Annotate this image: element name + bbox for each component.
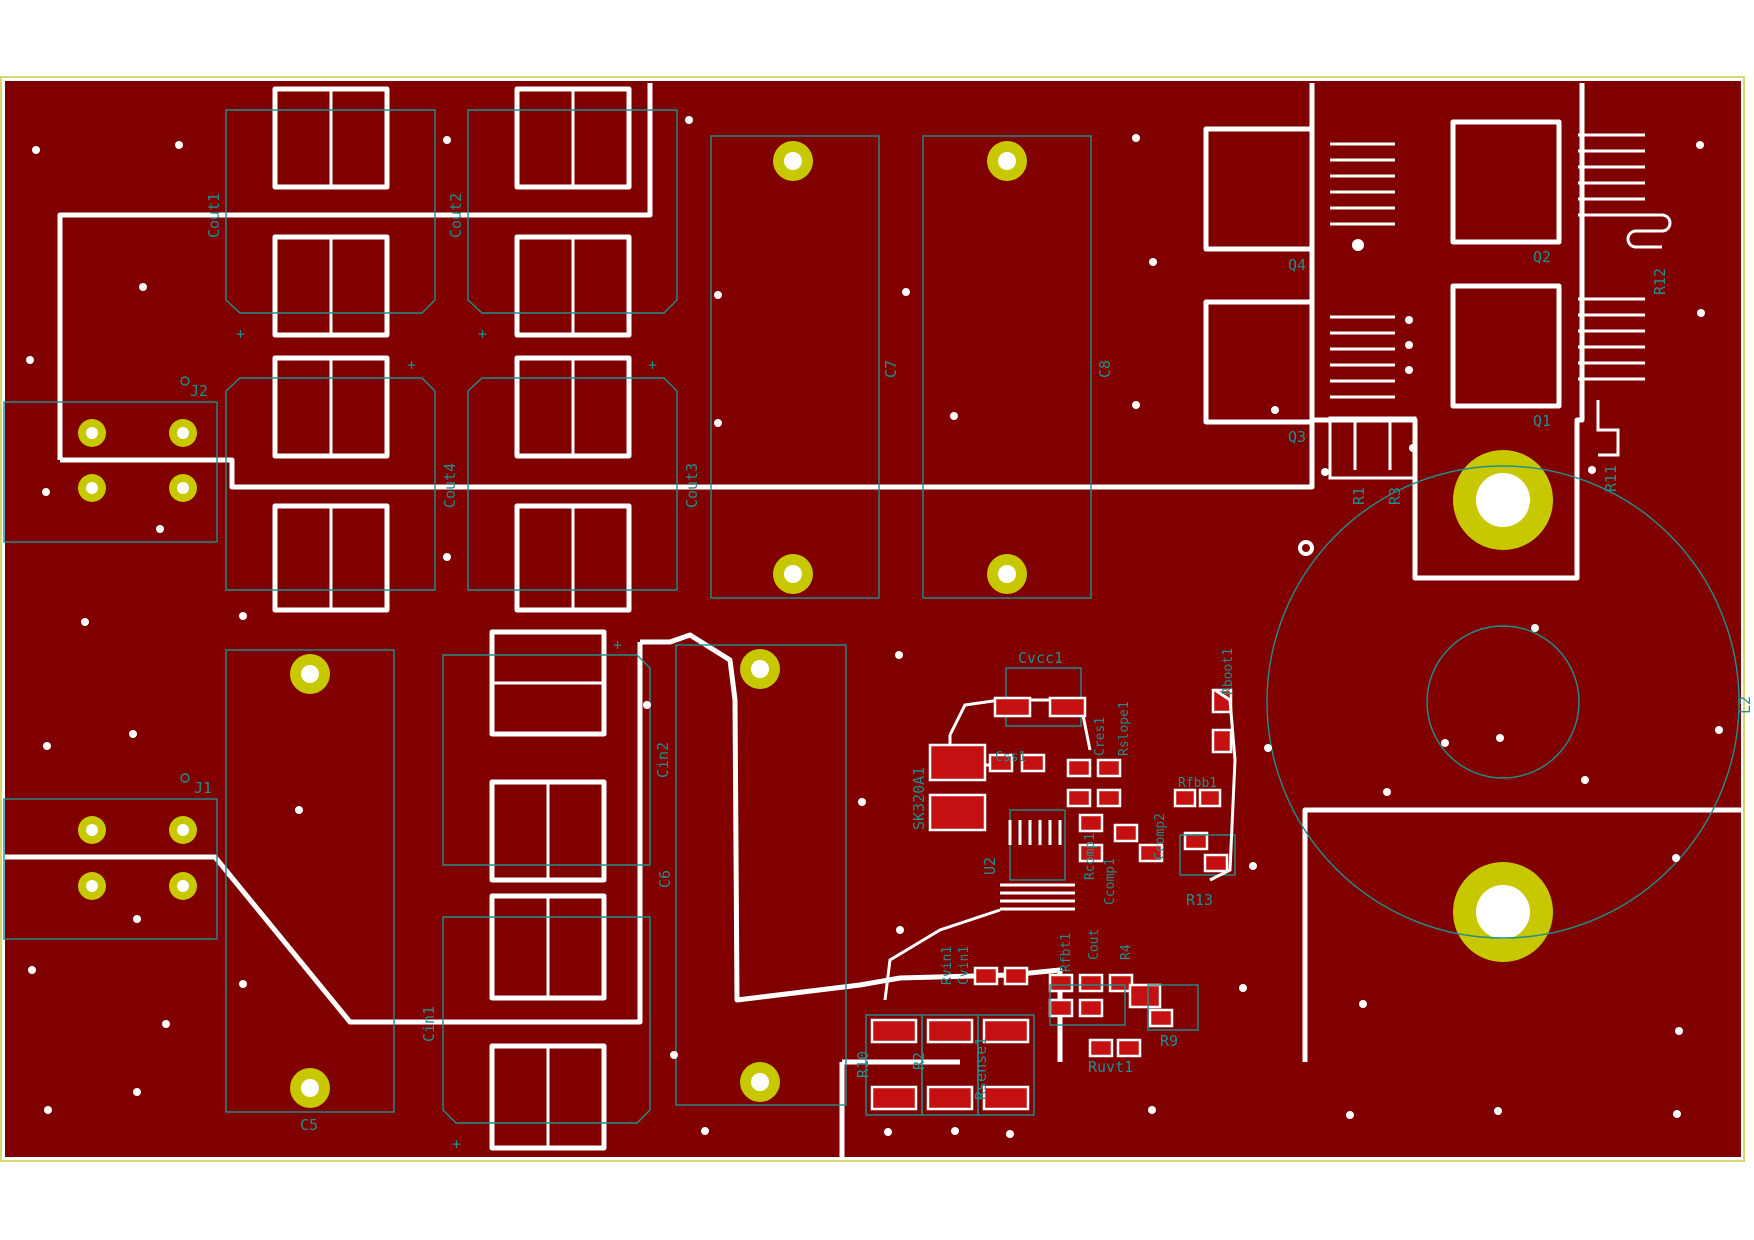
through-hole-pads: [78, 141, 1553, 1108]
ref-j1: J1: [194, 779, 212, 797]
svg-text:+: +: [407, 356, 416, 374]
ref-c5: C5: [300, 1116, 318, 1134]
ref-cin2: Cin2: [654, 742, 672, 778]
svg-text:+: +: [478, 325, 487, 343]
ref-c8: C8: [1096, 360, 1114, 378]
ref-css1: Css1: [995, 750, 1026, 765]
inductor-l2-outline: [1266, 465, 1740, 939]
ref-c7: C7: [882, 360, 900, 378]
sense-resistors: [865, 1014, 1035, 1116]
ref-u2: U2: [981, 857, 999, 875]
ref-r2: R2: [910, 1052, 928, 1070]
ref-ruvt1: Ruvt1: [1088, 1058, 1133, 1076]
ref-cout2: Cout2: [447, 193, 465, 238]
ref-cvcc1: Cvcc1: [1018, 649, 1063, 667]
ref-cres1: Cres1: [1093, 717, 1108, 756]
ref-rboot1: Rboot1: [1221, 648, 1236, 695]
mosfet-pads: [1203, 119, 1672, 480]
cout-pads: [272, 86, 632, 1151]
ref-cin1: Cin1: [420, 1006, 438, 1042]
copper-pour: [5, 81, 1741, 1157]
ref-ccomp1: Ccomp1: [1103, 858, 1118, 905]
reference-designators: Cout1 Cout2 Cout4 Cout3 C7 C8 C6 C5 Cin2…: [190, 193, 1754, 1134]
ref-rcomp1: Rcomp1: [1083, 833, 1098, 880]
ref-q1: Q1: [1533, 412, 1551, 430]
ref-rfbt1: Rfbt1: [1059, 933, 1074, 972]
ref-r10: R10: [854, 1051, 872, 1078]
ref-cout1: Cout1: [205, 193, 223, 238]
ref-r9: R9: [1160, 1032, 1178, 1050]
electrolytic-capacitors: [225, 135, 1092, 1113]
ref-r12: R12: [1651, 268, 1669, 295]
ref-r11: R11: [1602, 465, 1620, 492]
ref-rfbb1: Rfbb1: [1178, 776, 1217, 791]
stitching-vias: [26, 116, 1723, 1138]
ref-rsense1: Rsense1: [972, 1037, 990, 1100]
svg-text:+: +: [648, 356, 657, 374]
controller-smd-area: [883, 667, 1237, 1058]
capacitor-silk-outlines: + + + + + +: [225, 109, 678, 1153]
ref-sk320a1: SK320A1: [910, 767, 928, 830]
connectors: [3, 376, 218, 940]
board-edge: [0, 76, 1745, 1162]
ref-q2: Q2: [1533, 248, 1551, 266]
ref-ccomp2: Ccomp2: [1153, 813, 1168, 860]
ref-q4: Q4: [1288, 256, 1306, 274]
ref-rvin1: Rvin1: [940, 946, 955, 985]
ref-r13: R13: [1186, 891, 1213, 909]
ref-r4: R4: [1119, 944, 1134, 960]
ref-cvin1: Cvin1: [957, 946, 972, 985]
ref-r3: R3: [1386, 487, 1404, 505]
ref-j2: J2: [190, 382, 208, 400]
ref-cout4: Cout4: [441, 463, 459, 508]
ref-q3: Q3: [1288, 428, 1306, 446]
ref-l2: L2: [1736, 696, 1754, 714]
ref-r1: R1: [1350, 487, 1368, 505]
ref-cout3: Cout3: [683, 463, 701, 508]
ref-c6: C6: [656, 870, 674, 888]
svg-text:+: +: [613, 636, 622, 654]
svg-text:+: +: [236, 325, 245, 343]
ref-cout-small: Cout: [1087, 929, 1102, 960]
svg-text:+: +: [452, 1135, 461, 1153]
ref-rslope1: Rslope1: [1117, 701, 1132, 756]
